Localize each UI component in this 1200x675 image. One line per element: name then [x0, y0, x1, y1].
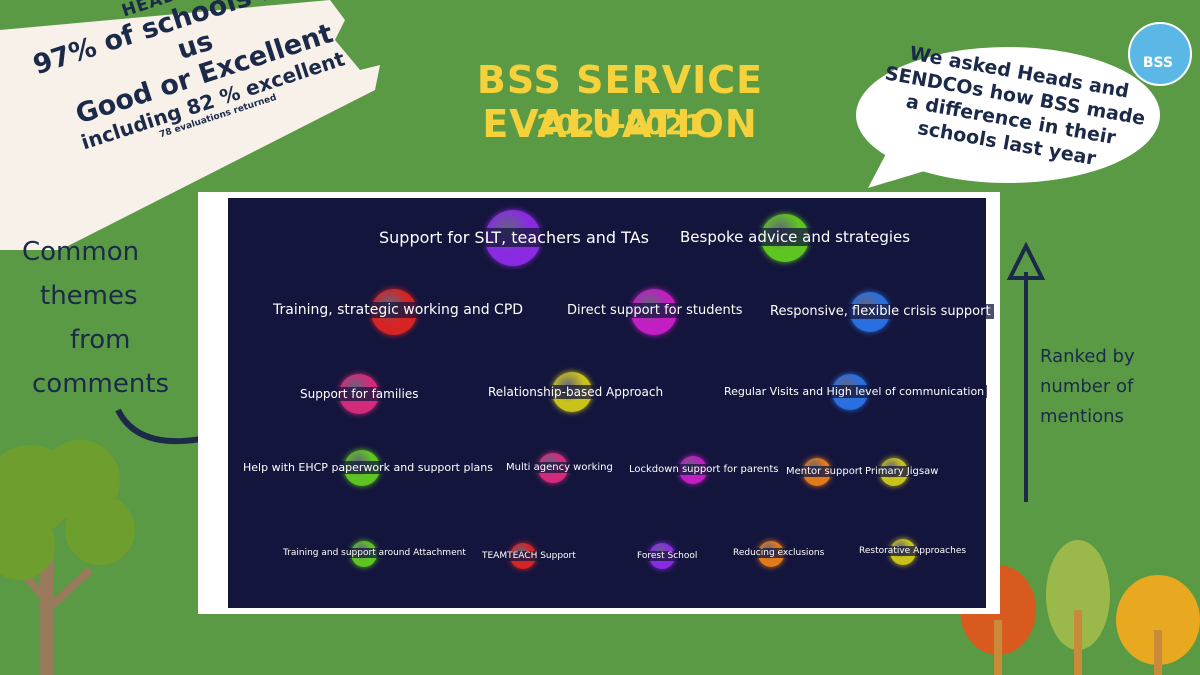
theme-label: Relationship-based Approach	[485, 385, 667, 399]
bss-logo-text: BSS	[1142, 55, 1174, 71]
theme-label: Responsive, flexible crisis support	[767, 304, 994, 319]
theme-label: TEAMTEACH Support	[479, 551, 579, 561]
page-subtitle: 2020-2021	[536, 108, 704, 141]
theme-label: Multi agency working	[503, 462, 616, 473]
theme-label: Lockdown support for parents	[626, 464, 782, 475]
theme-label: Support for SLT, teachers and TAs	[376, 228, 652, 247]
paper-strip-icon	[0, 0, 380, 250]
theme-label: Bespoke advice and strategies	[677, 228, 914, 246]
tree-left-icon	[0, 440, 135, 675]
ranked-line-3: mentions	[1040, 406, 1124, 427]
from-word: from	[70, 325, 131, 355]
themes-board: Support for SLT, teachers and TAs Bespok…	[228, 198, 994, 608]
ranked-note: Ranked by number of mentions	[1040, 342, 1160, 432]
page-title: BSS SERVICE EVALUATION	[476, 58, 764, 146]
theme-label: Regular Visits and High level of communi…	[721, 385, 988, 398]
bss-logo	[1128, 22, 1192, 86]
up-arrow-icon	[1006, 242, 1046, 502]
common-themes-note: Common themes from comments	[22, 230, 182, 406]
theme-label: Restorative Approaches	[856, 546, 970, 556]
theme-label: Training and support around Attachment	[280, 548, 469, 558]
themes-word: themes	[40, 281, 138, 311]
comments-word: comments	[32, 369, 170, 399]
speech-bubble-icon	[856, 47, 1160, 188]
theme-label: Training, strategic working and CPD	[270, 302, 527, 318]
theme-label: Help with EHCP paperwork and support pla…	[240, 461, 496, 474]
ranked-line-2: number of	[1040, 376, 1134, 397]
theme-label: Primary Jigsaw	[862, 466, 942, 477]
theme-label: Forest School	[634, 551, 701, 561]
theme-label: Direct support for students	[564, 303, 746, 318]
ranked-line-1: Ranked by	[1040, 346, 1135, 367]
theme-label: Support for families	[297, 387, 422, 401]
theme-label: Reducing exclusions	[730, 548, 828, 558]
common-word: Common	[22, 237, 140, 267]
theme-label: Mentor support	[783, 466, 866, 477]
